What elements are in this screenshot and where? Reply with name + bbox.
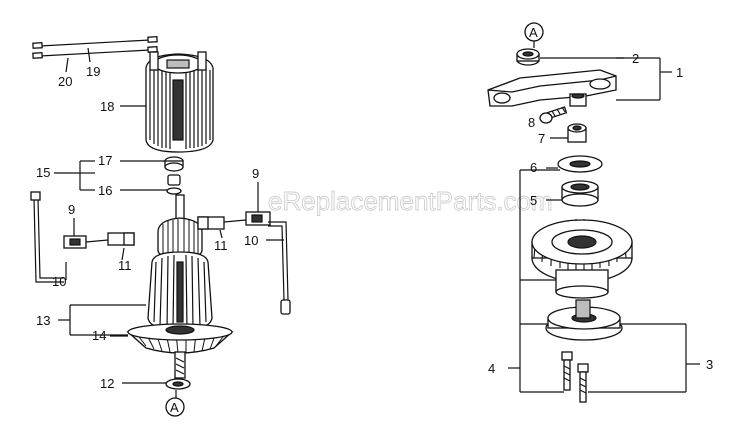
callout-11-right: 11 — [214, 238, 228, 253]
callout-1: 1 — [676, 65, 683, 80]
bushing-7 — [567, 123, 587, 143]
retaining-ring-6 — [557, 155, 603, 173]
callout-a-top: A — [529, 25, 538, 40]
carbon-brush-11-left — [107, 232, 135, 246]
callout-10-right: 10 — [244, 233, 258, 248]
screw-8 — [539, 106, 568, 124]
watermark: eReplacementParts.com — [268, 186, 553, 216]
carbon-brush-11-right — [197, 216, 225, 230]
bearing-5 — [561, 180, 599, 207]
callout-18: 18 — [100, 99, 114, 114]
lead-wire-10-left — [30, 191, 64, 283]
brush-holder-9-left — [63, 235, 109, 249]
callout-3: 3 — [706, 357, 713, 372]
spindle-gear — [531, 219, 633, 299]
callout-a-bottom: A — [170, 400, 179, 415]
callout-5: 5 — [530, 193, 537, 208]
callout-20: 20 — [58, 74, 72, 89]
reference-a-top — [524, 22, 544, 48]
callout-4: 4 — [488, 361, 495, 376]
callout-19: 19 — [86, 64, 100, 79]
callout-11-left: 11 — [118, 258, 132, 273]
bolts — [561, 351, 589, 403]
field-stator-18 — [145, 51, 214, 153]
lead-wire-10-right — [268, 221, 291, 315]
callout-7: 7 — [538, 131, 545, 146]
callout-10-left: 10 — [52, 274, 66, 289]
callout-9-left: 9 — [68, 202, 75, 217]
callout-16: 16 — [98, 183, 112, 198]
brush-holder-9-right — [223, 211, 271, 226]
callout-6: 6 — [530, 160, 537, 175]
washer-12 — [165, 378, 191, 390]
callout-17: 17 — [98, 153, 112, 168]
callout-9-right: 9 — [252, 166, 259, 181]
callout-14: 14 — [92, 328, 106, 343]
clutch-plate — [545, 299, 623, 341]
bearing-17-16 — [164, 156, 184, 195]
callout-8: 8 — [528, 115, 535, 130]
bearing-2 — [516, 48, 540, 66]
callout-12: 12 — [100, 376, 114, 391]
armature-13 — [147, 194, 213, 331]
callout-13: 13 — [36, 313, 50, 328]
callout-15: 15 — [36, 165, 50, 180]
bearing-bracket-1 — [487, 69, 617, 107]
pinion-gear-14 — [126, 323, 234, 379]
reference-a-bottom — [165, 390, 185, 417]
